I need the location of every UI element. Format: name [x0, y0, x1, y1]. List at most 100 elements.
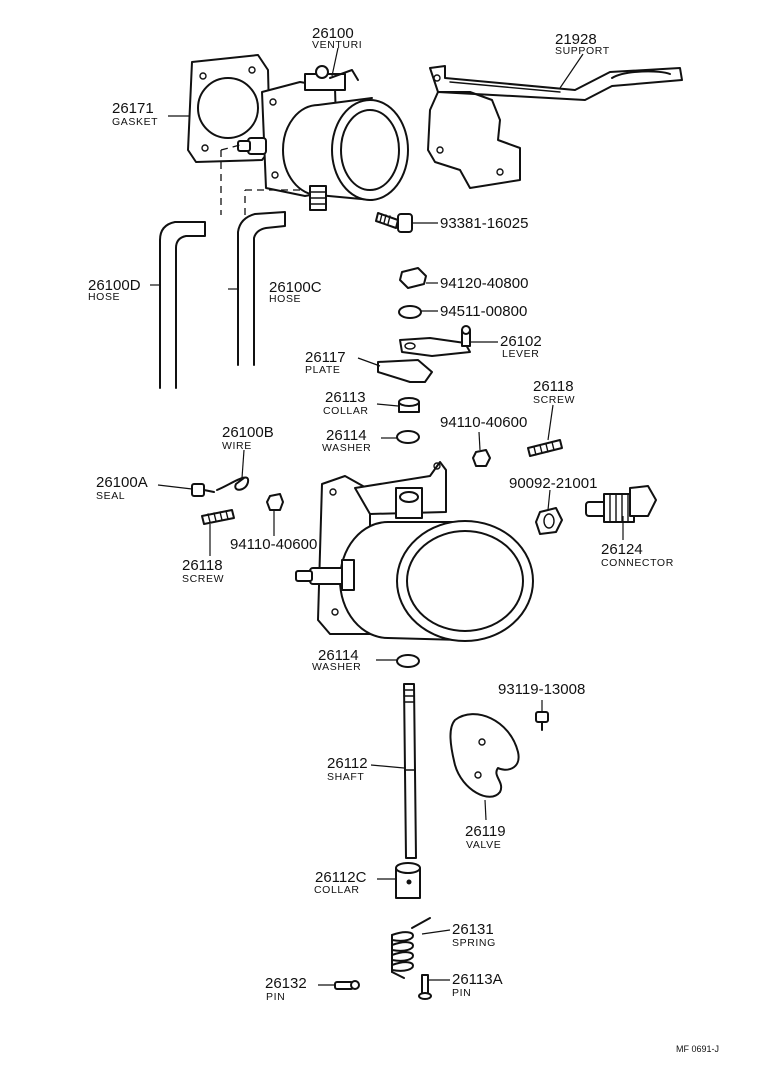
- label-valve: 26119 VALVE: [465, 823, 506, 851]
- label-washer-26114-bottom: 26114 WASHER: [312, 647, 361, 673]
- spring-drawing: [391, 917, 431, 979]
- label-nut-90092: 90092-21001: [509, 475, 597, 492]
- valve-drawing: [449, 713, 520, 798]
- part-number: 26100: [312, 25, 354, 42]
- label-pin-26113a: 26113A PIN: [452, 971, 503, 999]
- part-number: 26119: [465, 823, 506, 840]
- label-hose-c: 26100C HOSE: [269, 279, 322, 305]
- part-number: 26124: [601, 541, 643, 558]
- part-name: PIN: [452, 987, 471, 999]
- label-seal: 26100A SEAL: [96, 474, 148, 502]
- part-number: 21928: [555, 31, 597, 48]
- part-name: VENTURI: [312, 39, 362, 51]
- label-gasket: 26171 GASKET: [112, 100, 158, 128]
- part-number: 26114: [318, 647, 359, 664]
- label-shaft: 26112 SHAFT: [327, 755, 368, 783]
- part-number: 26114: [326, 427, 367, 444]
- footer-code: MF 0691-J: [676, 1044, 719, 1054]
- wire-drawing: [216, 476, 250, 491]
- part-name: WASHER: [322, 442, 371, 454]
- part-name: LEVER: [502, 348, 539, 360]
- label-spring: 26131 SPRING: [452, 921, 496, 949]
- part-name: WIRE: [222, 440, 252, 452]
- shaft-drawing: [403, 683, 417, 859]
- label-venturi: 26100 VENTURI: [312, 25, 362, 51]
- label-plate: 26117 PLATE: [305, 349, 346, 376]
- hose-d-drawing: [159, 221, 206, 389]
- hose-route-line: [220, 144, 241, 151]
- label-support: 21928 SUPPORT: [555, 31, 610, 57]
- part-name: SEAL: [96, 490, 125, 502]
- part-number: 26100A: [96, 474, 148, 491]
- nut-94110-left-drawing: [266, 493, 284, 511]
- label-hose-d: 26100D HOSE: [88, 277, 141, 303]
- label-nut-94110-right: 94110-40600: [440, 414, 527, 431]
- label-screw-93381: 93381-16025: [440, 215, 528, 232]
- lever-drawing: [399, 325, 471, 357]
- venturi-drawing: [237, 65, 409, 211]
- label-screw-26118-right: 26118 SCREW: [533, 378, 575, 406]
- part-number: 94511-00800: [440, 303, 527, 320]
- washer-26114-top-drawing: [396, 430, 420, 444]
- washer-26114-bottom-drawing: [396, 654, 420, 668]
- part-name: SCREW: [182, 573, 224, 585]
- pin-26132-drawing: [334, 980, 360, 990]
- part-number: 93381-16025: [440, 215, 528, 232]
- label-wire: 26100B WIRE: [222, 424, 274, 452]
- label-washer-94511: 94511-00800: [440, 303, 527, 320]
- screw-93381-drawing: [375, 212, 413, 233]
- part-number: 26117: [305, 349, 346, 366]
- leader-lines: [150, 47, 624, 986]
- nut-94110-right-drawing: [472, 449, 491, 467]
- label-washer-26114-top: 26114 WASHER: [322, 427, 371, 454]
- label-connector: 26124 CONNECTOR: [601, 541, 674, 569]
- support-drawing: [427, 65, 683, 189]
- part-number: 26132: [265, 975, 307, 992]
- part-name: HOSE: [88, 291, 120, 303]
- part-number: 26102: [500, 333, 542, 350]
- label-collar-26112c: 26112C COLLAR: [314, 869, 367, 896]
- part-number: 26131: [452, 921, 494, 938]
- seal-drawing: [191, 483, 215, 497]
- part-name: PLATE: [305, 364, 340, 376]
- part-number: 26171: [112, 100, 154, 117]
- part-number: 26113: [325, 389, 366, 406]
- part-name: COLLAR: [323, 405, 369, 417]
- part-number: 26100C: [269, 279, 322, 296]
- label-nut-94110-left: 94110-40600: [230, 536, 317, 553]
- part-number: 26112C: [315, 869, 367, 886]
- part-name: CONNECTOR: [601, 557, 674, 569]
- plate-drawing: [377, 359, 433, 383]
- part-name: SUPPORT: [555, 45, 610, 57]
- part-name: SHAFT: [327, 771, 364, 783]
- collar-26112c-drawing: [395, 862, 421, 899]
- part-number: 26100D: [88, 277, 141, 294]
- label-pin-26132: 26132 PIN: [265, 975, 307, 1003]
- pin-26113a-drawing: [418, 974, 432, 1000]
- throttle-body-drawing: [295, 461, 534, 642]
- part-number: 94110-40600: [230, 536, 317, 553]
- part-number: 94120-40800: [440, 275, 528, 292]
- part-name: SPRING: [452, 937, 496, 949]
- part-number: 26100B: [222, 424, 274, 441]
- part-number: 26112: [327, 755, 368, 772]
- part-number: 94110-40600: [440, 414, 527, 431]
- screw-93119-drawing: [535, 711, 549, 731]
- label-collar-26113: 26113 COLLAR: [323, 389, 369, 417]
- part-name: SCREW: [533, 394, 575, 406]
- screw-26118-right-drawing: [527, 439, 563, 457]
- label-screw-93119: 93119-13008: [498, 681, 585, 698]
- connector-drawing: [585, 485, 657, 523]
- part-number: 26113A: [452, 971, 503, 988]
- part-number: 90092-21001: [509, 475, 597, 492]
- collar-26113-drawing: [398, 397, 420, 413]
- nut-94120-drawing: [399, 267, 427, 289]
- label-lever: 26102 LEVER: [500, 333, 542, 360]
- washer-94511-drawing: [398, 305, 422, 319]
- part-number: 93119-13008: [498, 681, 585, 698]
- part-name: HOSE: [269, 293, 301, 305]
- part-name: VALVE: [466, 839, 501, 851]
- nut-90092-drawing: [535, 507, 563, 535]
- part-number: 26118: [182, 557, 223, 574]
